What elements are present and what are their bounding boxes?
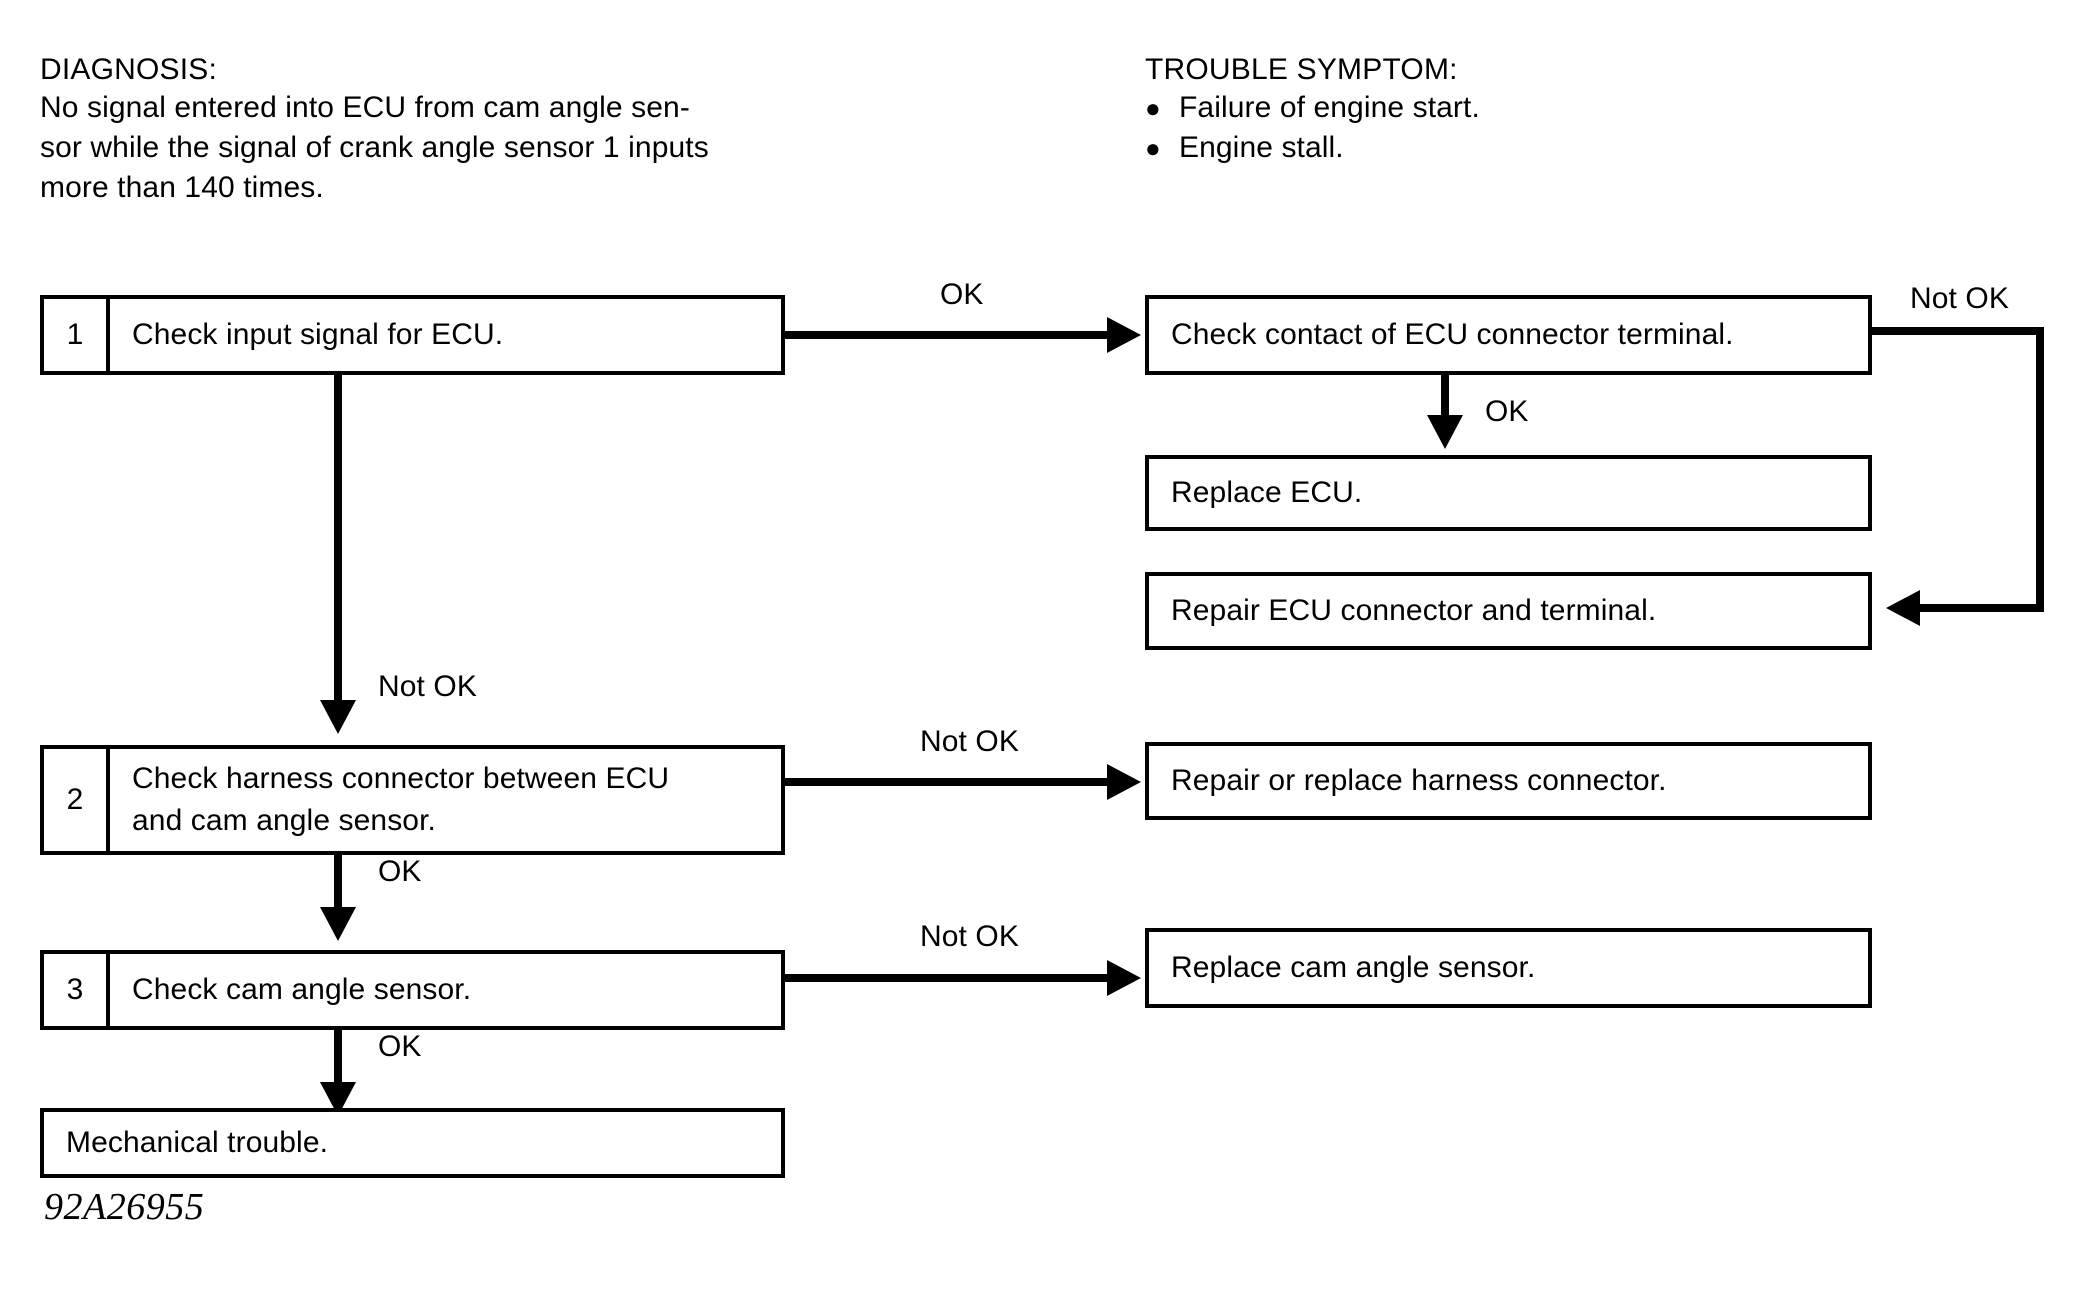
step-3-number: 3 xyxy=(44,954,110,1026)
label-step1-to-step2: Not OK xyxy=(378,670,477,703)
connector-step2-to-repair-harness xyxy=(785,778,1107,786)
label-step3-to-replace-sensor: Not OK xyxy=(920,920,1019,953)
connector-contact-notok-vertical xyxy=(2036,327,2044,612)
check-contact-box: Check contact of ECU connector terminal. xyxy=(1145,295,1872,375)
step-2-number: 2 xyxy=(44,749,110,851)
connector-step2-to-step3 xyxy=(334,855,342,913)
step-2-label: Check harness connector between ECU and … xyxy=(110,749,781,851)
replace-ecu-label: Replace ECU. xyxy=(1171,476,1363,509)
connector-step1-to-contact xyxy=(785,331,1107,339)
connector-step1-to-step2 xyxy=(334,375,342,705)
trouble-symptom-item: ● Engine stall. xyxy=(1145,128,1845,168)
step-2-box: 2 Check harness connector between ECU an… xyxy=(40,745,785,855)
step-3-label: Check cam angle sensor. xyxy=(132,973,472,1006)
label-step2-to-step3: OK xyxy=(378,855,422,888)
mechanical-trouble-box: Mechanical trouble. xyxy=(40,1108,785,1178)
step-3-box: 3 Check cam angle sensor. xyxy=(40,950,785,1030)
label-step2-to-repair-harness: Not OK xyxy=(920,725,1019,758)
diagnosis-line-3: more than 140 times. xyxy=(40,171,324,204)
trouble-symptom-item-label: Engine stall. xyxy=(1179,131,1344,164)
figure-id: 92A26955 xyxy=(44,1186,205,1228)
mechanical-trouble-label: Mechanical trouble. xyxy=(66,1126,329,1159)
check-contact-label: Check contact of ECU connector terminal. xyxy=(1171,318,1734,351)
connector-step3-to-terminal xyxy=(334,1030,342,1088)
diagnosis-line-1: No signal entered into ECU from cam angl… xyxy=(40,91,690,124)
diagnosis-heading: DIAGNOSIS: xyxy=(40,53,218,86)
connector-contact-notok-bottom xyxy=(1920,604,2040,612)
repair-ecu-connector-box: Repair ECU connector and terminal. xyxy=(1145,572,1872,650)
replace-ecu-box: Replace ECU. xyxy=(1145,455,1872,531)
arrowhead-step2-to-repair-harness xyxy=(1107,764,1141,800)
step-1-box: 1 Check input signal for ECU. xyxy=(40,295,785,375)
replace-cam-sensor-label: Replace cam angle sensor. xyxy=(1171,951,1536,984)
repair-harness-label: Repair or replace harness connector. xyxy=(1171,764,1667,797)
step-2-label-line-1: Check harness connector between ECU xyxy=(132,762,670,795)
step-2-label-line-2: and cam angle sensor. xyxy=(132,804,436,837)
label-contact-not-ok: Not OK xyxy=(1910,282,2009,315)
trouble-symptom-item-label: Failure of engine start. xyxy=(1179,91,1480,124)
bullet-icon: ● xyxy=(1145,93,1161,123)
arrowhead-contact-to-replace-ecu xyxy=(1427,415,1463,449)
arrowhead-step3-to-replace-sensor xyxy=(1107,960,1141,996)
bullet-icon: ● xyxy=(1145,133,1161,163)
arrowhead-contact-notok xyxy=(1886,590,1920,626)
replace-cam-sensor-box: Replace cam angle sensor. xyxy=(1145,928,1872,1008)
repair-ecu-connector-label: Repair ECU connector and terminal. xyxy=(1171,594,1657,627)
label-step3-to-terminal: OK xyxy=(378,1030,422,1063)
arrowhead-step1-to-step2 xyxy=(320,700,356,734)
trouble-symptom-heading: TROUBLE SYMPTOM: xyxy=(1145,53,1458,86)
arrowhead-step2-to-step3 xyxy=(320,907,356,941)
arrowhead-step1-to-contact xyxy=(1107,317,1141,353)
diagnosis-line-2: sor while the signal of crank angle sens… xyxy=(40,131,709,164)
step-1-label: Check input signal for ECU. xyxy=(132,318,504,351)
trouble-symptom-item: ● Failure of engine start. xyxy=(1145,88,1845,128)
label-step1-to-contact: OK xyxy=(940,278,984,311)
connector-contact-notok-top xyxy=(1872,327,2044,335)
step-1-number: 1 xyxy=(44,299,110,371)
connector-step3-to-replace-sensor xyxy=(785,974,1107,982)
label-contact-to-replace-ecu: OK xyxy=(1485,395,1529,428)
diagnosis-text: No signal entered into ECU from cam angl… xyxy=(40,88,820,208)
trouble-symptom-list: ● Failure of engine start. ● Engine stal… xyxy=(1145,88,1845,168)
repair-harness-box: Repair or replace harness connector. xyxy=(1145,742,1872,820)
connector-contact-to-replace-ecu xyxy=(1441,375,1449,421)
